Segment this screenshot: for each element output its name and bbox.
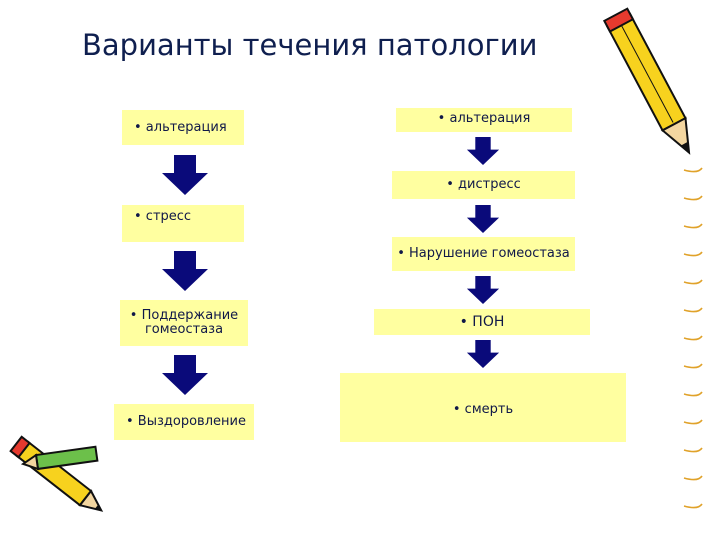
box-maintain-homeostasis: • Поддержание гомеостаза <box>120 300 248 346</box>
box-label: • альтерация <box>134 119 227 135</box>
arrow-down-icon <box>466 276 500 304</box>
box-label: • стресс <box>134 209 192 224</box>
arrow-down-icon <box>162 155 208 195</box>
box-homeostasis-disorder: • Нарушение гомеостаза <box>392 237 575 271</box>
arrow-down-icon <box>466 340 500 368</box>
arrow-down-icon <box>466 205 500 233</box>
box-stress: • стресс <box>122 205 244 242</box>
box-label: • Нарушение гомеостаза <box>397 246 570 261</box>
page-title: Варианты течения патологии <box>82 28 538 62</box>
box-label: • Поддержание гомеостаза <box>129 308 239 337</box>
arrow-down-icon <box>466 137 500 165</box>
box-distress: • дистресс <box>392 171 575 199</box>
box-label: • Выздоровление <box>126 414 246 429</box>
spiral-binding-icon <box>683 167 703 509</box>
box-label: • смерть <box>452 402 514 417</box>
pencil-icon <box>602 7 691 155</box>
arrow-down-icon <box>162 251 208 291</box>
box-label: • дистресс <box>446 177 521 192</box>
box-pon: • ПОН <box>374 309 590 335</box>
box-alteration-right: • альтерация <box>396 108 572 132</box>
box-death: • смерть <box>340 373 626 442</box>
box-recovery: • Выздоровление <box>114 404 254 440</box>
pencils-icon <box>9 435 104 512</box>
box-alteration-left: • альтерация <box>122 110 244 145</box>
box-label: • ПОН <box>459 314 505 330</box>
box-label: • альтерация <box>437 111 531 126</box>
arrow-down-icon <box>162 355 208 395</box>
